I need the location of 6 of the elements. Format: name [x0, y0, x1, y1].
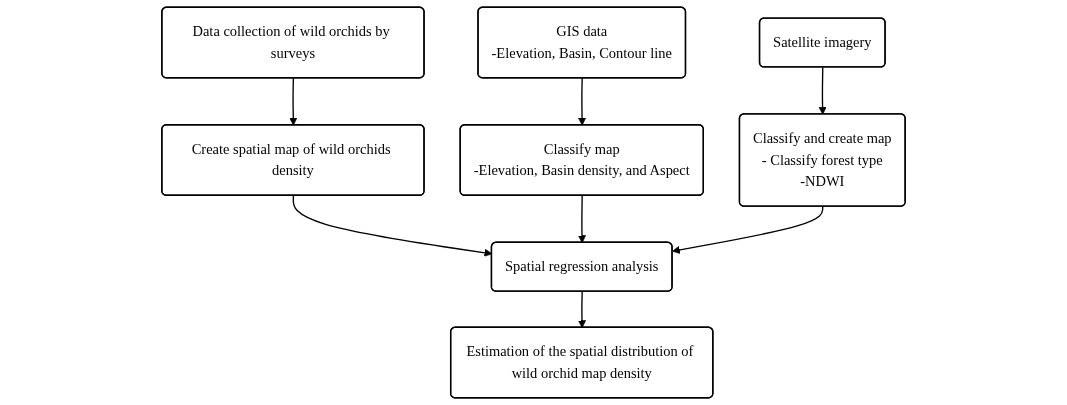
arrow — [672, 205, 824, 254]
arrow — [578, 290, 586, 329]
arrow — [578, 195, 586, 244]
arrow — [578, 77, 587, 126]
arrow — [289, 77, 298, 126]
arrow — [818, 66, 827, 115]
